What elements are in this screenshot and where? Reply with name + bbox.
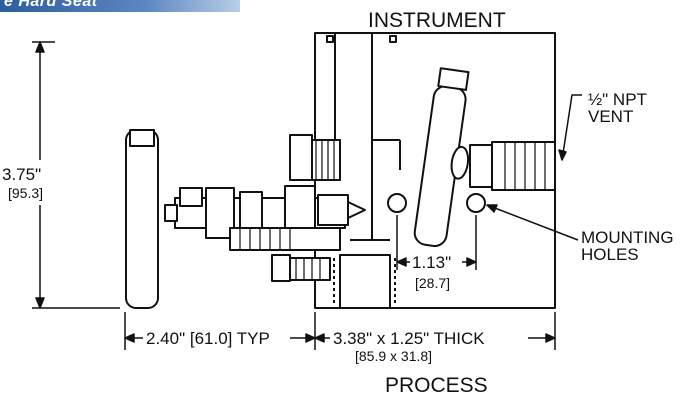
hole-spacing-inches: 1.13": [412, 253, 451, 272]
mounting-holes-label-1: MOUNTING: [581, 228, 674, 247]
height-dimension: [32, 41, 120, 309]
mounting-hole-right: [466, 193, 486, 213]
vent-leader: [558, 94, 582, 161]
vent-label: VENT: [588, 107, 633, 126]
height-inches: 3.75": [2, 165, 41, 184]
holes-leader: [486, 204, 579, 241]
process-label: PROCESS: [385, 374, 488, 397]
width-dimensions: [124, 312, 556, 350]
mounting-hole-left: [387, 193, 407, 213]
process-port: [333, 254, 396, 309]
width-left-dimension: 2.40" [61.0] TYP: [146, 329, 270, 348]
upper-fitting: [289, 134, 341, 181]
vent-outlet: [469, 141, 556, 191]
width-right-mm: [85.9 x 31.8]: [355, 348, 432, 364]
isolation-valve-stem: [164, 185, 366, 282]
isolation-handle: [125, 129, 159, 309]
brand-banner: e Hard Seat: [0, 0, 240, 12]
vent-handle: [413, 67, 470, 247]
brand-banner-text: e Hard Seat: [4, 0, 98, 10]
hole-spacing-dimension: [396, 215, 477, 270]
vent-size-label: ½" NPT: [588, 90, 647, 109]
mounting-holes-label-2: HOLES: [581, 245, 639, 264]
width-right-dimension: 3.38" x 1.25" THICK: [333, 329, 485, 348]
height-mm: [95.3]: [8, 185, 43, 201]
instrument-label: INSTRUMENT: [368, 9, 506, 32]
hole-spacing-mm: [28.7]: [415, 275, 450, 291]
